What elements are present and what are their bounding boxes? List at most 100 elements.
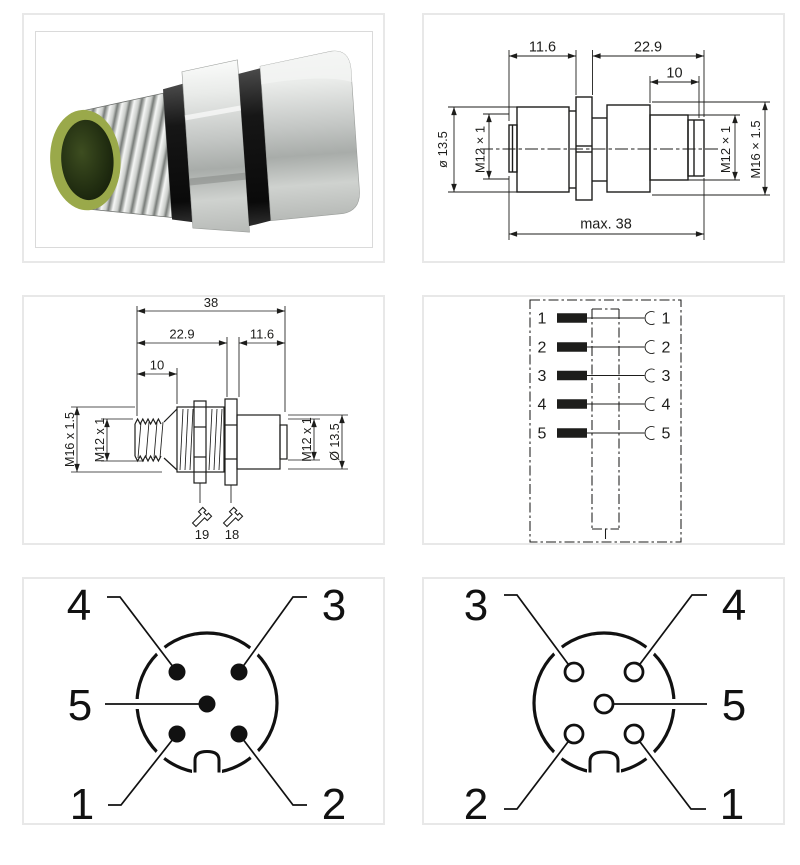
hex-facet-shadow [189, 172, 246, 186]
leader-lines [504, 594, 707, 810]
pin-5-label: 5 [68, 681, 92, 730]
dim-22-9: 22.9 [634, 40, 662, 56]
pin-3-leader [238, 596, 307, 673]
wrench-icon [220, 506, 244, 530]
pin-5-socket [593, 693, 615, 715]
dim-10: 10 [150, 358, 164, 373]
pin-number-left: 2 [538, 340, 547, 357]
dim-dia-13-5: ø 13.5 [435, 131, 450, 168]
product-photo-panel [22, 13, 385, 263]
wire-row-3: 3 3 [538, 368, 671, 385]
pin-1-leader [633, 733, 706, 810]
connector-outline [508, 96, 705, 201]
socket-contact-icon [644, 426, 655, 440]
pin-contact-solid [557, 342, 587, 352]
wrench-size-18: 18 [225, 527, 239, 542]
dim-m12-left: M12 × 1 [473, 126, 488, 173]
side-view-drawing-panel: 11.6 22.9 10 max. 38 ø 13.5 M12 × 1 M12 … [422, 13, 785, 263]
pin-5-label: 5 [722, 681, 746, 730]
dim-22-9: 22.9 [169, 327, 194, 342]
hex-nut-18 [224, 398, 238, 486]
wiring-diagram-panel: 1 1 2 2 3 3 4 [422, 295, 785, 545]
dim-m12-right: M12 × 1 [718, 126, 733, 173]
pin-4-label: 4 [722, 581, 746, 630]
dimension-lines [448, 50, 770, 240]
pin-3-dot [230, 663, 248, 681]
pin-3-leader [504, 594, 575, 673]
pin-number-left: 5 [538, 426, 547, 443]
pin-number-right: 2 [662, 340, 671, 357]
pin-2-label: 2 [322, 780, 346, 823]
dim-11-6: 11.6 [529, 40, 556, 56]
dim-11-6: 11.6 [250, 327, 274, 342]
dimension-lines [71, 306, 348, 503]
hex-nut [181, 59, 250, 233]
thread-hatch [179, 408, 223, 471]
dim-max-38: max. 38 [580, 217, 632, 233]
pin-1-socket [623, 723, 645, 745]
pin-3-socket [563, 661, 585, 683]
dim-m16: M16 × 1.5 [748, 120, 763, 178]
pin-4-leader [633, 594, 707, 673]
pin-4-socket [623, 661, 645, 683]
dim-m16: M16 x 1.5 [63, 412, 77, 467]
housing-outline-dashdot [529, 299, 682, 543]
side-view-drawing: 11.6 22.9 10 max. 38 ø 13.5 M12 × 1 M12 … [435, 40, 770, 240]
socket-contact-icon [644, 311, 655, 325]
pin-contact-solid [557, 313, 587, 323]
mounting-view-drawing: 38 22.9 11.6 10 M16 x 1.5 M12 x 1 M12 x … [63, 297, 348, 542]
pin-contact-solid [557, 399, 587, 409]
pin-4-label: 4 [67, 581, 91, 630]
pinout-male-panel: 4 3 5 1 2 [22, 577, 385, 825]
pin-contact-solid [557, 370, 587, 381]
connector-photo-illustration [50, 50, 360, 233]
dim-m12-left: M12 x 1 [93, 418, 107, 463]
pin-3-label: 3 [322, 581, 346, 630]
dim-dia-13-5: Ø 13.5 [328, 423, 342, 461]
rear-body-highlight [260, 51, 352, 85]
socket-contact-icon [644, 340, 655, 354]
pin-contact-solid [557, 428, 587, 438]
pin-number-right: 5 [662, 426, 671, 443]
pin-number-left: 3 [538, 368, 547, 385]
dim-m12-right: M12 x 1 [300, 417, 314, 462]
pin-3-label: 3 [464, 581, 488, 630]
pin-4-leader [107, 596, 178, 673]
pin-2-socket [563, 723, 585, 745]
wiring-diagram: 1 1 2 2 3 3 4 [529, 299, 682, 543]
wire-row-1: 1 1 [538, 311, 671, 328]
wire-row-5: 5 5 [538, 426, 671, 443]
pin-1-dot [168, 725, 186, 743]
pin-number-right: 1 [662, 311, 671, 328]
pin-5-dot [198, 695, 216, 713]
hex-facet-highlight [184, 105, 242, 121]
pin-1-leader [108, 733, 178, 806]
pin-2-dot [230, 725, 248, 743]
pin-number-right: 4 [662, 397, 671, 414]
wrench-size-19: 19 [195, 527, 209, 542]
pin-number-right: 3 [662, 368, 671, 385]
connector-face-core [61, 119, 114, 201]
dim-10: 10 [666, 66, 682, 82]
pinout-male-diagram: 4 3 5 1 2 [67, 581, 346, 823]
pinout-female-panel: 3 4 5 2 1 [422, 577, 785, 825]
wire-row-2: 2 2 [538, 340, 671, 357]
pin-1-label: 1 [720, 780, 744, 823]
pin-2-leader [238, 733, 307, 806]
pin-4-dot [168, 663, 186, 681]
pin-number-left: 4 [538, 397, 547, 414]
pin-2-label: 2 [464, 780, 488, 823]
mounting-view-drawing-panel: 38 22.9 11.6 10 M16 x 1.5 M12 x 1 M12 x … [22, 295, 385, 545]
keyway-notch [193, 749, 221, 773]
socket-contact-icon [644, 397, 655, 411]
socket-contact-icon [644, 368, 655, 383]
keyway-notch [588, 750, 620, 773]
product-photo [35, 31, 373, 248]
hex-nut-19 [193, 400, 207, 484]
pin-2-leader [504, 733, 575, 810]
leader-lines [105, 596, 307, 806]
wire-row-4: 4 4 [538, 397, 671, 414]
pinout-female-diagram: 3 4 5 2 1 [464, 581, 746, 823]
wrench-icon [189, 506, 213, 530]
